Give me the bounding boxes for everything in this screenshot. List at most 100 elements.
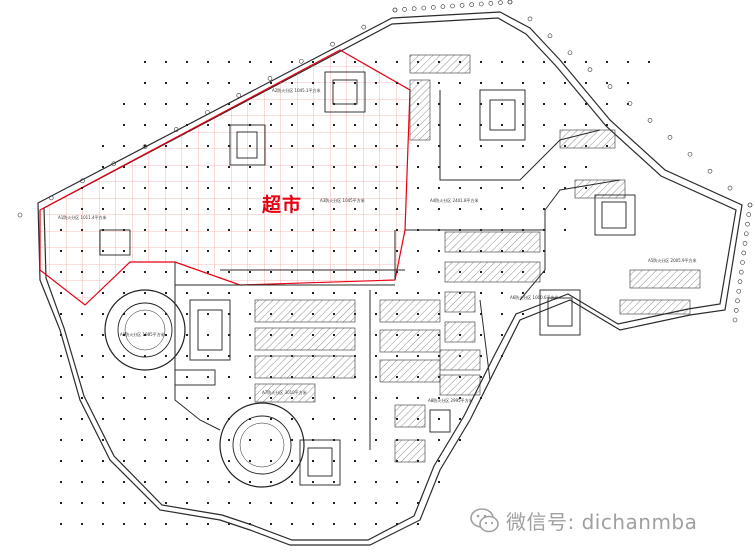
column: [207, 439, 209, 441]
building-outline: [37, 11, 743, 546]
column: [165, 481, 167, 483]
column: [165, 187, 167, 189]
column: [81, 187, 83, 189]
column: [186, 187, 188, 189]
column: [270, 439, 272, 441]
column: [270, 481, 272, 483]
column: [270, 460, 272, 462]
column: [501, 208, 503, 210]
column: [417, 397, 419, 399]
column: [123, 103, 125, 105]
column: [81, 313, 83, 315]
column: [375, 397, 377, 399]
column: [333, 124, 335, 126]
column: [417, 271, 419, 273]
column: [396, 481, 398, 483]
column: [186, 124, 188, 126]
column: [522, 208, 524, 210]
dimension-marker: [402, 7, 407, 12]
wechat-icon: [470, 507, 499, 532]
zone-label-a9: A9防火分区 1985平方米: [120, 332, 165, 337]
column: [228, 460, 230, 462]
column: [102, 208, 104, 210]
column: [438, 271, 440, 273]
column: [228, 166, 230, 168]
column: [375, 229, 377, 231]
parking-stall-block: [409, 79, 431, 141]
column: [501, 166, 503, 168]
column: [102, 418, 104, 420]
column: [186, 355, 188, 357]
column: [396, 61, 398, 63]
column: [396, 145, 398, 147]
dimension-marker: [745, 221, 750, 227]
dimension-marker: [747, 202, 753, 208]
column: [417, 250, 419, 252]
dimension-marker: [736, 288, 742, 294]
column: [480, 334, 482, 336]
column: [270, 61, 272, 63]
column: [585, 124, 587, 126]
column: [60, 334, 62, 336]
dimension-marker: [707, 168, 713, 174]
column: [501, 313, 503, 315]
column: [249, 481, 251, 483]
column: [606, 61, 608, 63]
column: [480, 313, 482, 315]
column: [207, 334, 209, 336]
zone-label-a6: A6防火分区 1000.6平方米: [510, 295, 559, 300]
column: [585, 61, 587, 63]
column: [585, 103, 587, 105]
parking-stall-block: [394, 439, 426, 463]
column: [438, 208, 440, 210]
column: [354, 166, 356, 168]
column: [144, 355, 146, 357]
column: [207, 502, 209, 504]
column: [291, 187, 293, 189]
column: [522, 145, 524, 147]
dimension-marker: [450, 3, 455, 9]
column: [81, 271, 83, 273]
column: [270, 502, 272, 504]
column: [81, 292, 83, 294]
column: [291, 208, 293, 210]
column: [291, 166, 293, 168]
dimension-marker: [547, 33, 553, 39]
column: [144, 271, 146, 273]
column: [123, 481, 125, 483]
dimension-marker: [469, 2, 474, 7]
column: [249, 208, 251, 210]
dimension-marker: [567, 50, 573, 56]
column: [564, 229, 566, 231]
dimension-marker: [173, 127, 179, 132]
column: [249, 166, 251, 168]
column: [228, 481, 230, 483]
column: [438, 481, 440, 483]
dimension-marker: [627, 101, 633, 106]
dimension-marker: [742, 241, 748, 246]
column: [249, 313, 251, 315]
column: [207, 229, 209, 231]
column: [291, 124, 293, 126]
column: [333, 418, 335, 420]
column: [123, 460, 125, 462]
column: [480, 145, 482, 147]
column: [228, 208, 230, 210]
column: [186, 523, 188, 525]
column: [102, 460, 104, 462]
dimension-marker: [607, 84, 613, 89]
dimension-markers: [17, 0, 753, 323]
column: [375, 250, 377, 252]
column: [165, 355, 167, 357]
column: [249, 61, 251, 63]
column: [396, 208, 398, 210]
column: [480, 292, 482, 294]
column: [81, 481, 83, 483]
column: [648, 61, 650, 63]
column: [333, 187, 335, 189]
column: [333, 229, 335, 231]
column: [459, 166, 461, 168]
column: [102, 376, 104, 378]
column: [627, 82, 629, 84]
column: [270, 229, 272, 231]
